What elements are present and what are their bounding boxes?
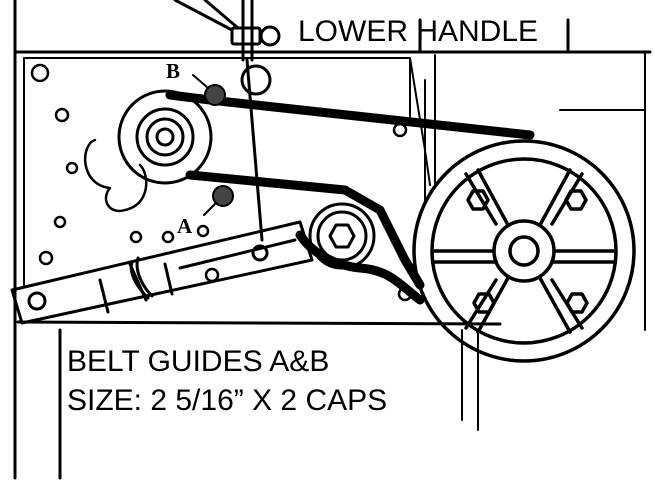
belt-guide-a xyxy=(203,185,234,216)
housing-frame xyxy=(13,0,652,480)
drive-pulley xyxy=(117,89,213,185)
belt-guide-b xyxy=(192,74,226,106)
idler-arm xyxy=(10,220,314,325)
belt-guide-note-line2: SIZE: 2 5/16” X 2 CAPS xyxy=(67,384,388,417)
guide-b-label: B xyxy=(166,59,181,83)
lower-handle xyxy=(173,0,281,242)
lower-handle-label: LOWER HANDLE xyxy=(298,15,539,48)
idler-pulley xyxy=(308,202,376,270)
large-wheel xyxy=(412,139,636,363)
belt-guide-note-line1: BELT GUIDES A&B xyxy=(67,345,330,378)
guide-a-label: A xyxy=(177,214,193,238)
back-plate xyxy=(23,51,646,431)
